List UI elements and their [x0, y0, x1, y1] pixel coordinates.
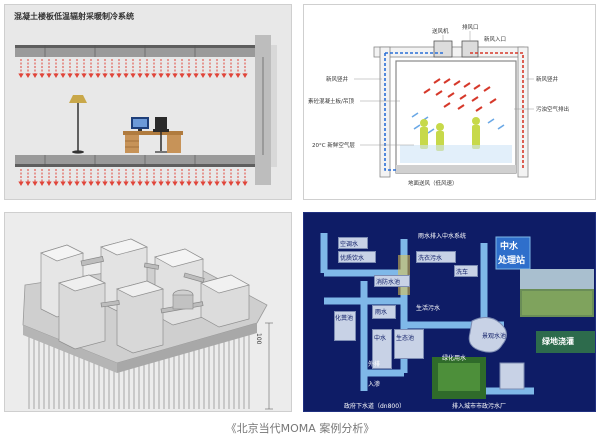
ceiling-radiant-arrows [18, 59, 248, 78]
label-exhaust: 排风口 [462, 25, 479, 31]
label-rain: 雨水 [375, 309, 388, 316]
warm-air-dashes [423, 78, 497, 112]
floor-radiant-arrows [18, 169, 248, 186]
irrigation-bar [536, 331, 595, 353]
label-cooling: 绿化用水 [442, 355, 467, 362]
label-ceiling: 素砼混凝土板/吊顶 [308, 99, 354, 105]
building-model-drawing [22, 238, 273, 410]
ventilation-panel: 送风机 排风口 新风入口 新风竖井 新风竖井 素砼混凝土板/吊顶 污浊空气排出 … [303, 4, 596, 200]
left-riser [379, 46, 391, 178]
ventilation-diagram [354, 31, 534, 178]
dimension-value: 100 [255, 333, 262, 345]
treatment-tank [499, 362, 525, 390]
box-rain [372, 305, 396, 319]
fresh-air-flow [384, 53, 404, 171]
panel1-title: 混凝土楼板低温辐射采暖制冷系统 [14, 12, 134, 21]
label-washing: 洗衣污水 [418, 255, 443, 262]
figure-caption: 《北京当代MOMA 案例分析》 [225, 422, 375, 435]
exhaust-air-flow [470, 52, 524, 170]
label-temp: 20°C 新鲜空气层 [312, 143, 355, 149]
station-line2: 处理站 [498, 256, 526, 266]
water-system-panel: 空调水 优质饮水 雨水排入中水系统 消防水池 洗衣污水 生活污水 洗车 化粪池 … [303, 212, 596, 412]
label-gray: 化粪池 [335, 315, 354, 322]
box-pool [372, 329, 392, 369]
label-fresh-riser-right: 新风竖井 [536, 77, 559, 83]
raised-floor [396, 165, 516, 173]
monitor [131, 117, 149, 131]
box-green [338, 251, 376, 263]
box-gray [334, 311, 356, 341]
box-ac-water [338, 237, 368, 249]
label-ac-water: 空调水 [340, 241, 359, 248]
label-green: 优质饮水 [340, 255, 365, 262]
label-sewer: 政府下水道（dn800） [344, 403, 406, 410]
building-model-panel: 100 [4, 212, 292, 412]
label-dirty-air: 污浊空气排出 [536, 107, 570, 113]
fan-unit [433, 40, 453, 58]
radiant-slab-diagram [15, 35, 277, 186]
box-washing [416, 251, 456, 263]
label-fresh-inlet: 新风入口 [484, 37, 507, 43]
label-outlet: 外排 [368, 361, 381, 368]
label-plant: 排入城市市政污水厂 [452, 403, 507, 410]
chair [153, 117, 169, 153]
station-line1: 中水 [500, 242, 519, 252]
exhaust-unit [461, 40, 479, 58]
station-block [495, 236, 531, 270]
towers [40, 238, 250, 354]
radiant-slab-panel: 混凝土楼板低温辐射采暖制冷系统 [4, 4, 292, 200]
label-floor-supply: 地面送风（低风速） [408, 181, 458, 187]
box-car-wash [454, 265, 478, 277]
label-fire-water: 消防水池 [376, 279, 401, 286]
label-car-wash: 洗车 [456, 269, 469, 276]
dimension-line [265, 322, 273, 410]
label-reuse: 景观水池 [482, 333, 507, 340]
label-pool: 中水 [374, 335, 387, 342]
label-leak: 入渗 [368, 381, 381, 388]
box-wetland [394, 329, 424, 359]
box-fire-water [374, 275, 410, 287]
desk [123, 131, 183, 153]
floor-lamp [69, 95, 87, 154]
settling-tank [468, 317, 507, 353]
label-title: 雨水排入中水系统 [418, 233, 467, 240]
label-sewage: 生活污水 [416, 305, 441, 312]
label-fan: 送风机 [432, 29, 449, 35]
label-fresh-riser-left: 新风竖井 [326, 77, 349, 83]
irrigation-label: 绿地浇灌 [542, 337, 574, 346]
water-system-diagram [320, 233, 595, 399]
label-wetland: 生态池 [396, 335, 415, 342]
